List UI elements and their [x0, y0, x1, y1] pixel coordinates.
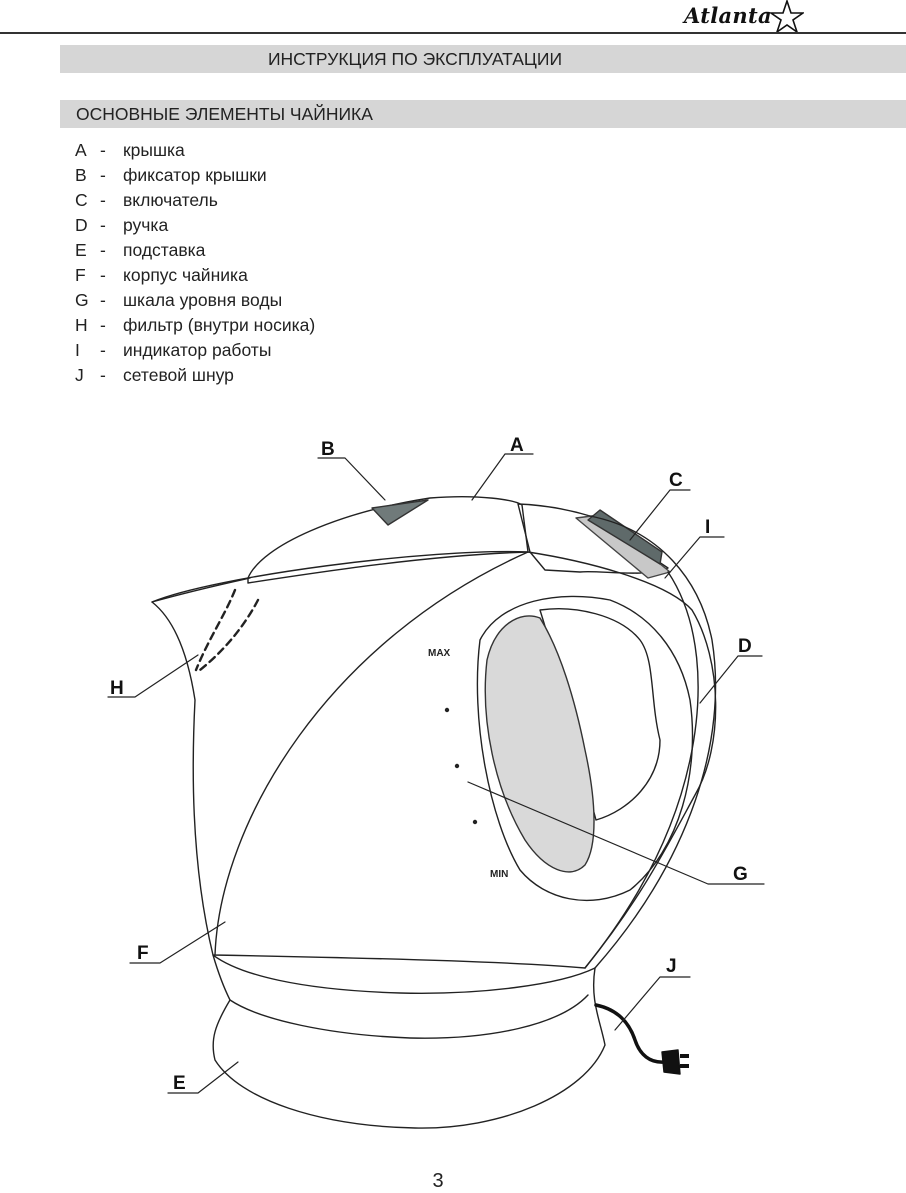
part-dash: - [100, 290, 106, 310]
part-letter: E [75, 240, 87, 260]
part-letter: B [75, 165, 87, 185]
part-dash: - [100, 340, 106, 360]
list-item: E-подставка [75, 238, 315, 263]
parts-list: A-крышка B-фиксатор крышки C-включатель … [75, 138, 315, 388]
callout-f: F [137, 943, 149, 964]
power-indicator [575, 514, 671, 579]
callout-j: J [666, 956, 677, 977]
part-dash: - [100, 265, 106, 285]
list-item: D-ручка [75, 213, 315, 238]
part-letter: H [75, 315, 88, 335]
part-letter: G [75, 290, 89, 310]
part-dash: - [100, 240, 106, 260]
part-letter: C [75, 190, 88, 210]
lid-latch [371, 499, 429, 526]
manual-title: ИНСТРУКЦИЯ ПО ЭКСПЛУАТАЦИИ [60, 45, 906, 73]
part-label: крышка [123, 140, 185, 160]
part-letter: D [75, 215, 88, 235]
filter-outline [194, 588, 237, 672]
list-item: F-корпус чайника [75, 263, 315, 288]
handle-inner-line [584, 571, 699, 969]
list-item: H-фильтр (внутри носика) [75, 313, 315, 338]
callout-labels: B A C I D H G F J E [110, 435, 752, 1094]
callout-c: C [669, 470, 683, 491]
part-label: фиксатор крышки [123, 165, 267, 185]
part-letter: I [75, 340, 80, 360]
part-label: подставка [123, 240, 206, 260]
kettle-handle [589, 515, 717, 969]
part-dash: - [100, 190, 106, 210]
spout-ridge [151, 577, 251, 603]
scale-dot [472, 819, 478, 825]
kettle-diagram: MAX MIN B A C I D H G F J E [107, 435, 765, 1129]
callout-b: B [321, 439, 335, 460]
part-letter: A [75, 140, 87, 160]
kettle-lid [247, 496, 529, 584]
part-dash: - [100, 165, 106, 185]
callout-d: D [738, 636, 752, 657]
scale-min-label: MIN [490, 869, 508, 880]
kettle-body [151, 550, 717, 969]
header-rule [0, 32, 906, 34]
plug-icon [661, 1049, 689, 1075]
part-label: индикатор работы [123, 340, 272, 360]
brand-logo: Atlanta [684, 0, 814, 34]
part-label: ручка [123, 215, 169, 235]
list-item: I-индикатор работы [75, 338, 315, 363]
list-item: B-фиксатор крышки [75, 163, 315, 188]
part-label: шкала уровня воды [123, 290, 283, 310]
part-dash: - [100, 365, 106, 385]
brand-name: Atlanta [684, 3, 772, 28]
power-cord [594, 1003, 666, 1064]
part-dash: - [100, 215, 106, 235]
callout-a: A [510, 435, 524, 456]
part-dash: - [100, 140, 106, 160]
water-window-frame [476, 595, 694, 902]
star-icon [768, 0, 804, 34]
callout-i: I [705, 517, 710, 538]
body-seam [214, 551, 529, 956]
section-title: ОСНОВНЫЕ ЭЛЕМЕНТЫ ЧАЙНИКА [60, 100, 906, 128]
part-letter: F [75, 265, 86, 285]
power-switch [587, 509, 663, 565]
part-letter: J [75, 365, 84, 385]
page-number: 3 [432, 1170, 444, 1192]
scale-dot [444, 707, 450, 713]
callout-h: H [110, 678, 124, 699]
part-label: сетевой шнур [123, 365, 234, 385]
callout-e: E [173, 1073, 186, 1094]
part-label: корпус чайника [123, 265, 248, 285]
list-item: C-включатель [75, 188, 315, 213]
water-scale: MAX MIN [428, 648, 508, 880]
water-level-window [484, 615, 595, 873]
part-label: фильтр (внутри носика) [123, 315, 316, 335]
scale-max-label: MAX [428, 648, 451, 659]
part-dash: - [100, 315, 106, 335]
base-ring [229, 994, 589, 1039]
list-item: A-крышка [75, 138, 315, 163]
filter-outline [198, 598, 260, 672]
scale-dot [454, 763, 460, 769]
kettle-base [212, 954, 606, 1129]
list-item: J-сетевой шнур [75, 363, 315, 388]
callout-g: G [733, 864, 748, 885]
callout-leaders [107, 453, 765, 1094]
part-label: включатель [123, 190, 218, 210]
list-item: G-шкала уровня воды [75, 288, 315, 313]
